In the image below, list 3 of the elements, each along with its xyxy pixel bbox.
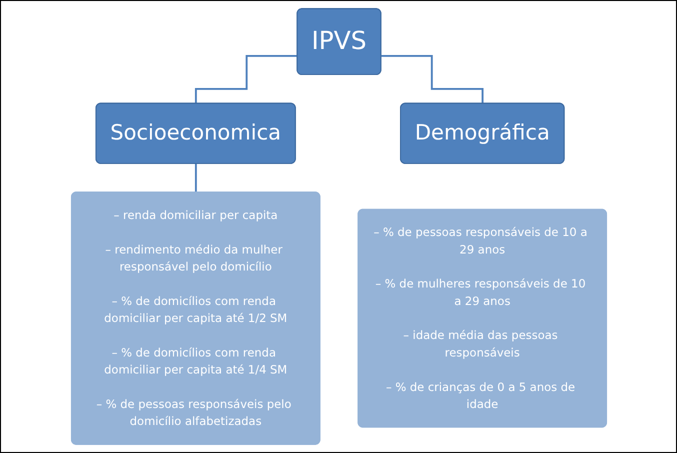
connector	[380, 54, 484, 105]
connector	[194, 54, 298, 105]
connector	[194, 162, 197, 194]
